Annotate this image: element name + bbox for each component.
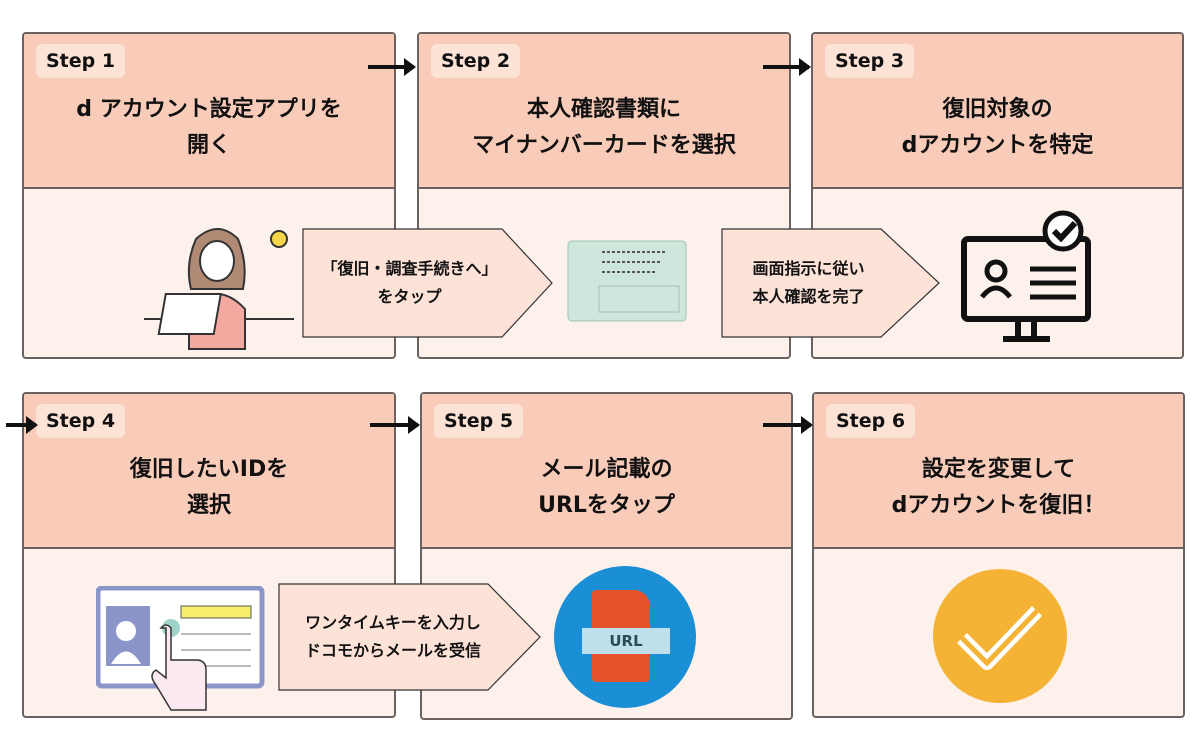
callout-line: をタップ	[377, 287, 442, 306]
callout-line: ワンタイムキーを入力し	[305, 613, 481, 632]
title-line: 選択	[186, 493, 231, 518]
callout-shape	[721, 228, 940, 338]
arrow-step4-to-5	[370, 416, 420, 434]
woman-laptop-illustration	[144, 228, 294, 350]
monitor-id-check-icon	[961, 210, 1091, 342]
callout-identity-check: 画面指示に従い本人確認を完了	[721, 228, 941, 338]
callout-line: 本人確認を完了	[752, 287, 865, 306]
step-title: 復旧したいIDを選択	[24, 452, 394, 524]
callout-line: ドコモからメールを受信	[304, 641, 481, 660]
title-line: dアカウントを復旧！	[891, 493, 1106, 518]
title-line: 復旧対象の	[942, 97, 1053, 122]
step-badge: Step 2	[431, 44, 521, 78]
step-title: d アカウント設定アプリを開く	[24, 92, 394, 164]
step-badge: Step 1	[36, 44, 126, 78]
step-badge: Step 6	[826, 404, 916, 438]
title-line: 本人確認書類に	[526, 97, 681, 122]
my-number-card-icon	[567, 240, 687, 322]
callout-shape	[302, 228, 553, 338]
callout-text: ワンタイムキーを入力しドコモからメールを受信	[278, 583, 508, 691]
title-line: 開く	[186, 133, 231, 158]
callout-text: 「復旧・調査手続きへ」をタップ	[302, 228, 517, 338]
callout-line: 「復旧・調査手続きへ」	[321, 259, 498, 278]
callout-shape	[278, 583, 541, 691]
check-circle-icon	[933, 569, 1067, 703]
title-line: メール記載の	[540, 457, 673, 482]
title-line: dアカウントを特定	[901, 133, 1094, 158]
callout-one-time-key: ワンタイムキーを入力しドコモからメールを受信	[278, 583, 542, 691]
step-6-card: Step 6 設定を変更して dアカウントを復旧！	[812, 392, 1185, 718]
callout-text: 画面指示に従い本人確認を完了	[721, 228, 896, 338]
step-title: 復旧対象の dアカウントを特定	[813, 92, 1182, 164]
title-line: d アカウント設定アプリを	[76, 97, 342, 122]
title-line: 復旧したいIDを	[129, 457, 289, 482]
title-line: URLをタップ	[538, 493, 675, 518]
step-badge: Step 5	[434, 404, 524, 438]
step-title: 設定を変更して dアカウントを復旧！	[814, 452, 1183, 524]
callout-line: 画面指示に従い	[752, 259, 865, 278]
tap-id-card-illustration	[96, 586, 265, 711]
arrow-step2-to-3	[763, 58, 811, 76]
arrow-step5-to-6	[763, 416, 813, 434]
title-line: 設定を変更して	[921, 457, 1076, 482]
step-5-card: Step 5 メール記載の URLをタップ URL	[420, 392, 793, 720]
callout-tap-recovery: 「復旧・調査手続きへ」をタップ	[302, 228, 554, 338]
step-title: 本人確認書類にマイナンバーカードを選択	[419, 92, 789, 164]
arrow-step3-to-4	[6, 416, 38, 434]
title-line: マイナンバーカードを選択	[472, 133, 736, 158]
step-title: メール記載の URLをタップ	[422, 452, 791, 524]
step-badge: Step 4	[36, 404, 126, 438]
step-badge: Step 3	[825, 44, 915, 78]
arrow-step1-to-2	[368, 58, 416, 76]
step-1-card: Step 1 d アカウント設定アプリを開く	[22, 32, 396, 359]
url-document-icon: URL	[554, 566, 696, 708]
url-label: URL	[582, 628, 670, 654]
